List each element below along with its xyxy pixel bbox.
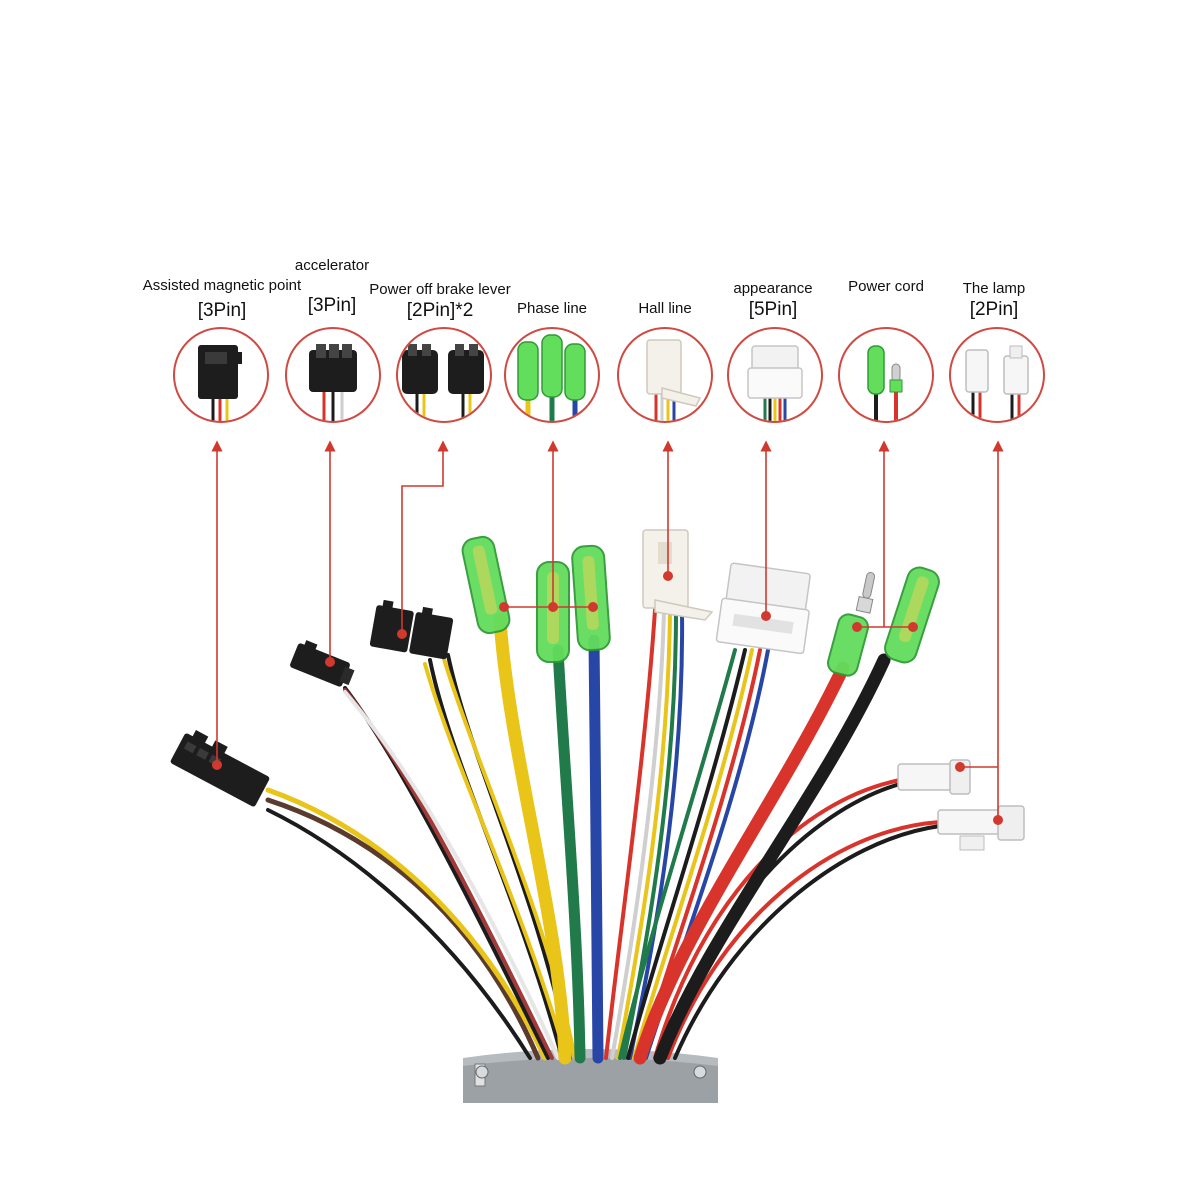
label-title: Phase line — [516, 300, 588, 317]
white-hall-connector-icon — [646, 339, 702, 421]
label-pins: [3Pin] — [197, 300, 247, 321]
label-title: Assisted magnetic point — [142, 277, 302, 294]
wire-accel-white — [343, 690, 560, 1060]
label-pins: [3Pin] — [307, 295, 357, 316]
connector-brake-lever — [369, 599, 454, 660]
leader-power — [857, 446, 913, 628]
wire-assisted-yellow — [265, 787, 548, 1061]
controller-body — [463, 1049, 718, 1103]
wire-hall-red — [604, 608, 657, 1060]
wire-phase-yellow — [493, 613, 572, 1065]
wire-lamp-red-2 — [666, 820, 942, 1060]
connector-assisted-magnetic — [170, 730, 270, 807]
wire-power-black — [653, 653, 891, 1065]
leader-lamp — [960, 446, 998, 820]
wire-assisted-black — [266, 808, 532, 1060]
wire-lamp-black-2 — [673, 824, 942, 1060]
wire-appearance-yellow — [632, 648, 754, 1060]
wire-phase-green — [552, 644, 586, 1064]
detail-circle-appearance — [727, 327, 823, 423]
wire-assisted-brown — [265, 797, 541, 1061]
detail-circle-power-cord — [838, 327, 934, 423]
label-title: Power cord — [848, 278, 924, 295]
label-pins: [5Pin] — [748, 299, 798, 320]
connector-accelerator — [290, 640, 355, 687]
wire-power-red — [633, 661, 850, 1065]
label-lamp: The lamp [2Pin] — [934, 279, 1054, 321]
white-2pin-connector-icon — [965, 345, 1029, 421]
label-title: The lamp — [962, 280, 1026, 297]
detail-circle-brake-lever — [396, 327, 492, 423]
label-accelerator: accelerator [3Pin] — [272, 256, 392, 317]
label-phase-line: Phase line — [492, 299, 612, 318]
wire-hall-white — [610, 608, 666, 1060]
label-title: accelerator — [294, 257, 370, 274]
detail-circle-phase-line — [504, 327, 600, 423]
detail-circle-assisted-magnetic — [173, 327, 269, 423]
label-pins: [2Pin] — [969, 299, 1019, 320]
detail-circle-lamp — [949, 327, 1045, 423]
label-title: appearance — [733, 280, 813, 297]
label-power-cord: Power cord — [826, 277, 946, 296]
wire-phase-blue — [588, 634, 604, 1064]
label-title: Power off brake lever — [369, 281, 511, 298]
label-pins: [2Pin]*2 — [406, 300, 474, 321]
wire-appearance-black — [626, 648, 747, 1060]
leader-brake — [401, 440, 449, 634]
wire-appearance-green — [618, 648, 737, 1060]
connector-hall — [642, 529, 714, 621]
detail-circle-accelerator — [285, 327, 381, 423]
detail-circle-hall-line — [617, 327, 713, 423]
black-3pin-connector-icon — [309, 344, 357, 421]
green-bullet-terminal-icon — [517, 334, 586, 421]
label-brake-lever: Power off brake lever [2Pin]*2 — [345, 280, 535, 322]
label-appearance: appearance [5Pin] — [713, 279, 833, 321]
connector-lamp — [897, 759, 1025, 851]
power-bullet-terminal-icon — [867, 345, 903, 421]
leader-lines — [211, 440, 1003, 825]
white-5pin-connector-icon — [747, 345, 803, 421]
label-title: Hall line — [638, 300, 692, 317]
wire-hall-yellow — [616, 610, 672, 1060]
connector-appearance — [715, 562, 811, 655]
black-2pin-connector-pair-icon — [402, 344, 484, 421]
terminals-phase — [461, 535, 611, 663]
label-assisted-magnetic: Assisted magnetic point [3Pin] — [112, 276, 332, 322]
wire-brake-yellow — [423, 662, 568, 1060]
wire-bundle — [265, 608, 942, 1065]
label-hall-line: Hall line — [605, 299, 725, 318]
black-3pin-connector-icon — [198, 345, 242, 421]
